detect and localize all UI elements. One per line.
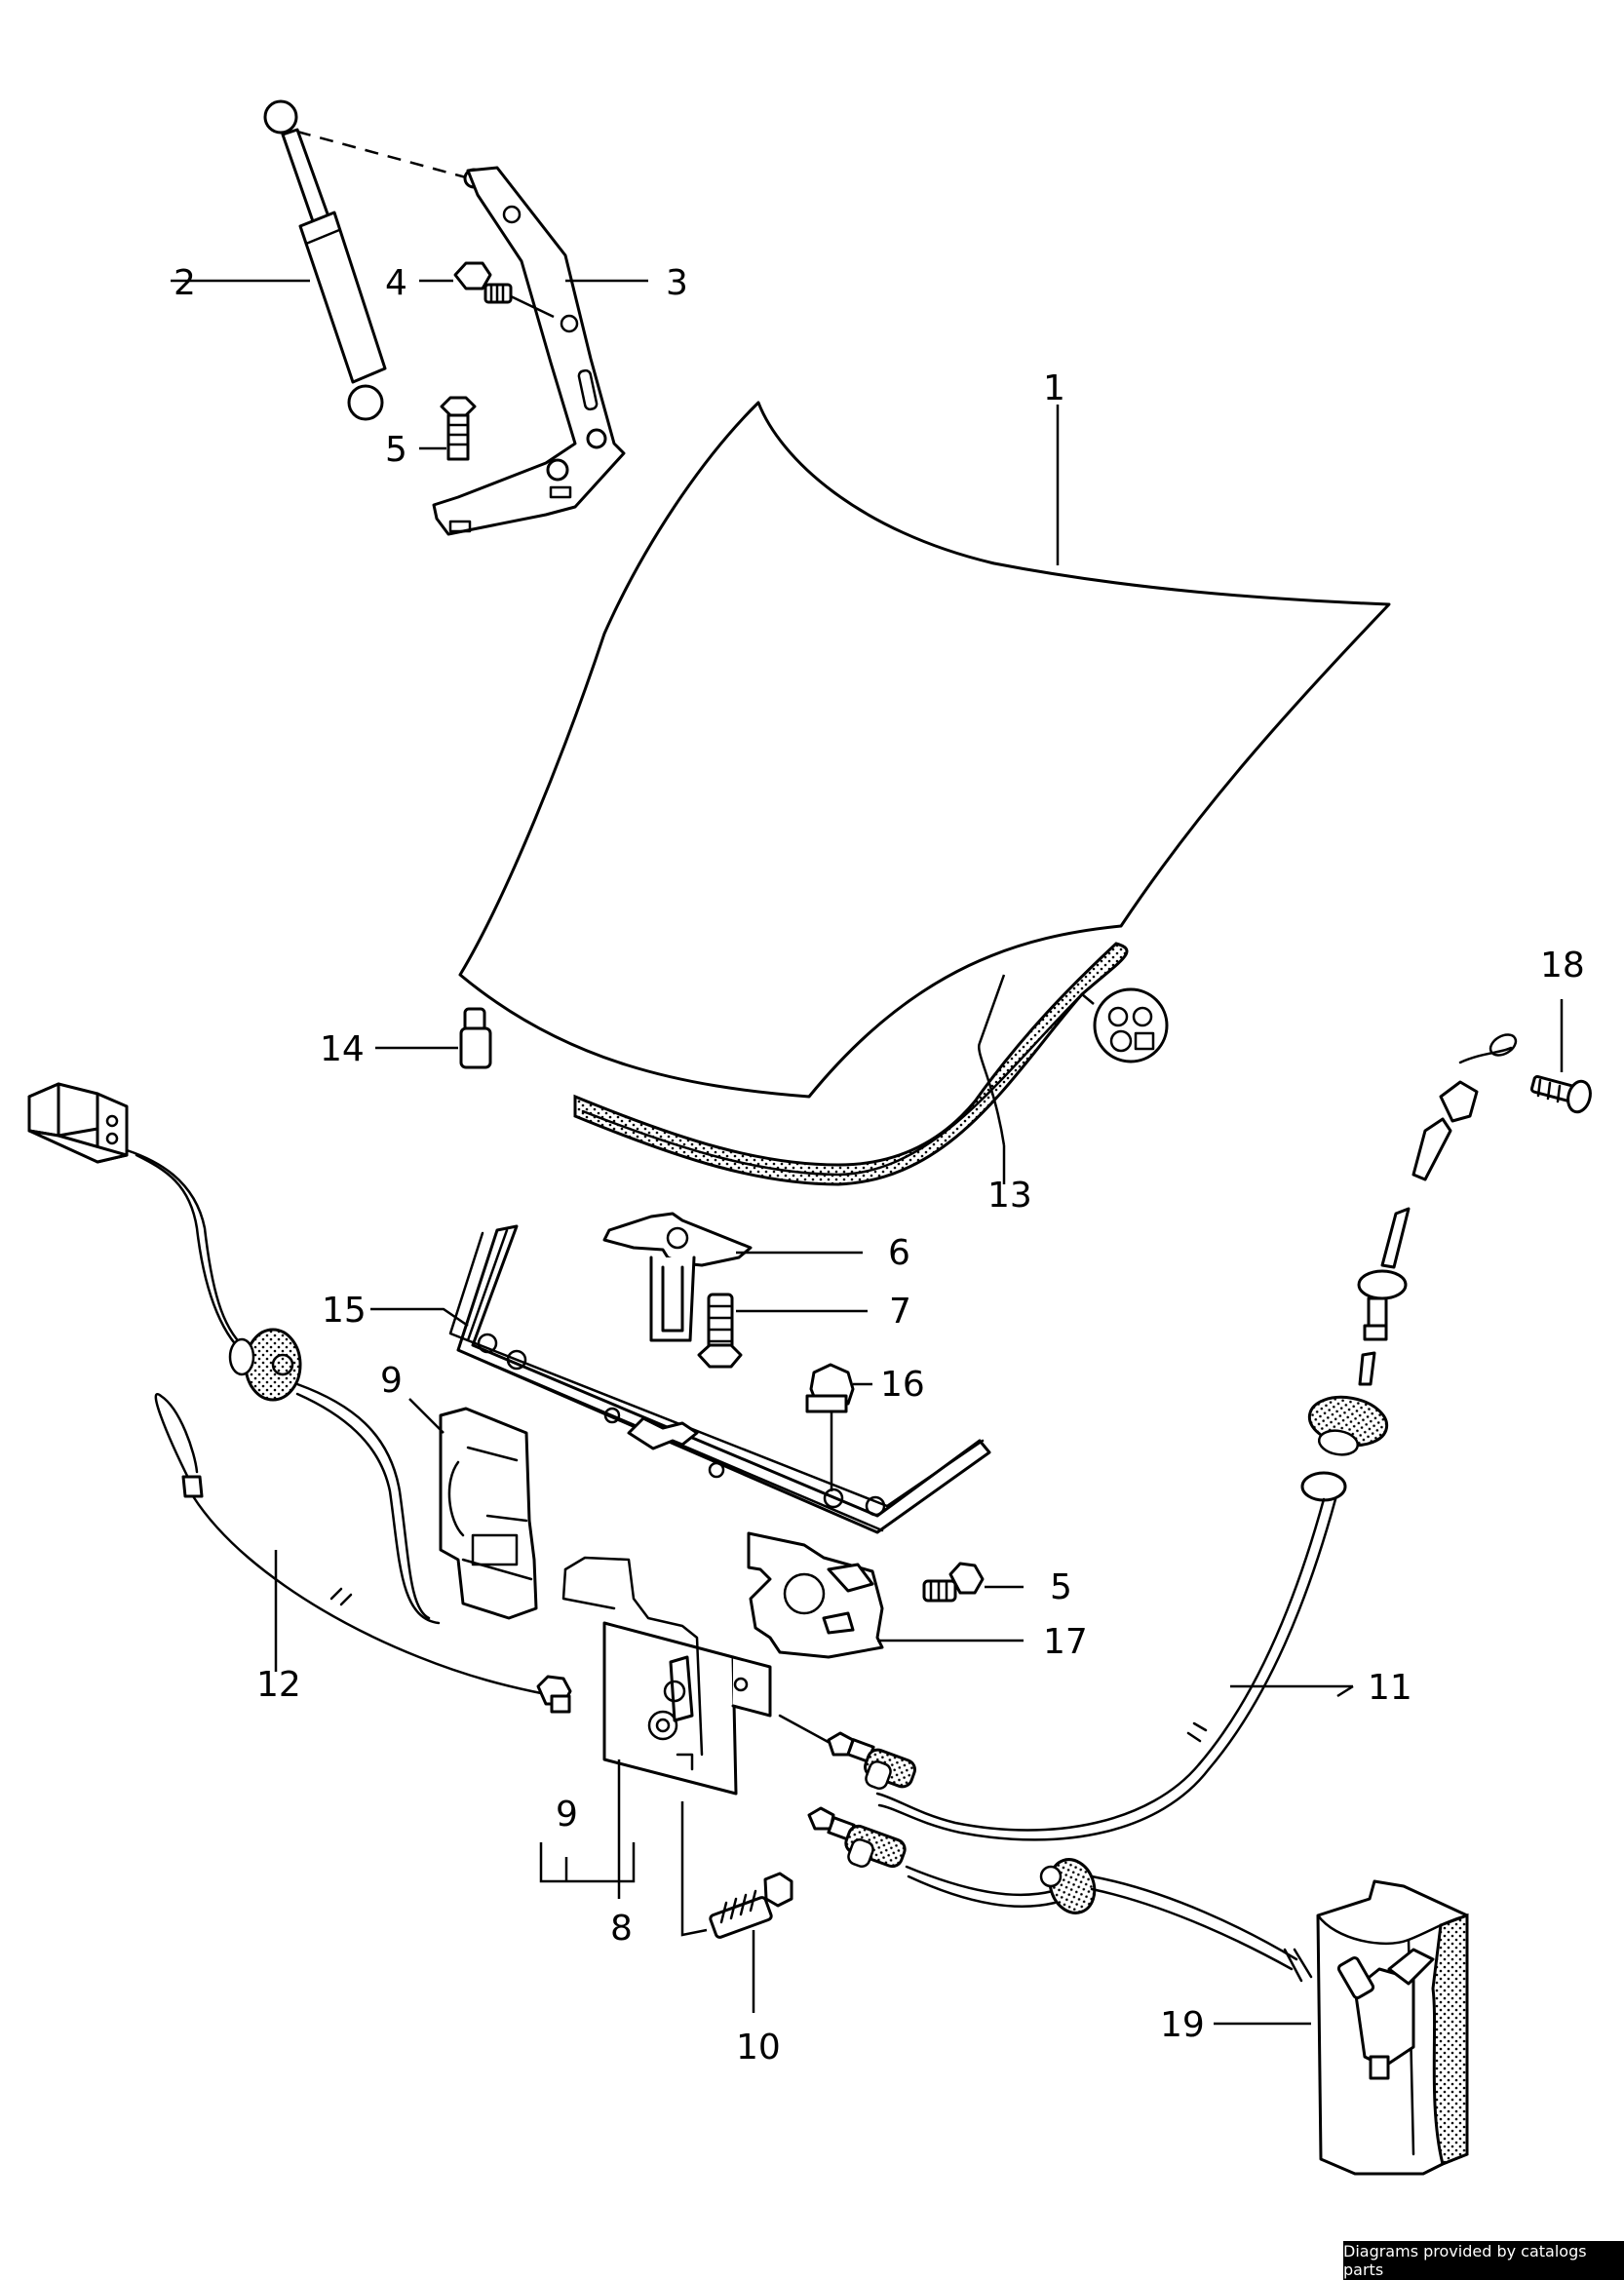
callout-17: 17	[1043, 1622, 1088, 1662]
cable-holder	[439, 1407, 538, 1620]
callout-1: 1	[1043, 368, 1065, 408]
leader-lines	[171, 279, 1564, 2026]
bolt-lower	[922, 1562, 985, 1603]
cable-end-bolt	[536, 1675, 572, 1714]
callout-6: 6	[888, 1233, 910, 1273]
rubber-buffer	[459, 1007, 492, 1069]
nut	[453, 261, 513, 304]
callout-5-lower: 5	[1050, 1567, 1072, 1607]
safety-cable	[154, 1393, 548, 1696]
hood-seal	[573, 942, 1129, 1186]
cable-grommet-left	[228, 1328, 302, 1402]
cable-to-lock-b	[295, 1392, 441, 1625]
callout-14: 14	[320, 1029, 365, 1069]
callout-19: 19	[1160, 2005, 1205, 2045]
cable-end-upper	[778, 1714, 916, 1790]
callout-2: 2	[174, 263, 196, 303]
release-cable-long	[875, 1033, 1518, 1841]
callout-16: 16	[880, 1365, 925, 1405]
callout-13: 13	[987, 1176, 1032, 1216]
credit-banner: Diagrams provided by catalogs parts	[1343, 2241, 1624, 2280]
cable-to-lock-a	[295, 1382, 431, 1620]
callout-7: 7	[889, 1292, 911, 1332]
callout-11: 11	[1368, 1668, 1412, 1708]
hood-lock	[561, 1556, 772, 1796]
lock-bolt-leader	[680, 1801, 708, 1937]
callout-10: 10	[736, 2028, 781, 2067]
bolt-lock	[709, 1872, 793, 1939]
release-cable-b	[135, 1153, 253, 1362]
callout-8: 8	[610, 1909, 633, 1949]
screw	[1529, 1074, 1592, 1114]
callout-9-lower: 9	[556, 1795, 578, 1835]
lock-bracket	[747, 1531, 884, 1659]
lock-carrier	[448, 1224, 991, 1534]
release-handle	[27, 1082, 129, 1164]
callout-12: 12	[256, 1665, 301, 1705]
release-cable-a	[125, 1148, 255, 1357]
callout-5-upper: 5	[385, 430, 407, 470]
callout-15: 15	[322, 1291, 367, 1331]
seal-detail-circle	[1093, 987, 1169, 1063]
release-lever-housing	[1316, 1879, 1469, 2176]
bolt-striker	[697, 1293, 743, 1369]
bolt-upper	[440, 396, 477, 461]
gas-strut	[263, 99, 387, 421]
callout-18: 18	[1540, 946, 1585, 985]
callout-9-upper: 9	[380, 1361, 403, 1401]
cable-grommet-lower	[1039, 1858, 1313, 1983]
callout-4: 4	[385, 263, 407, 303]
nut-leader	[510, 294, 555, 319]
callout-3: 3	[666, 263, 688, 303]
hood-striker	[602, 1212, 753, 1342]
clip	[805, 1363, 855, 1413]
strut-dash-line	[296, 130, 467, 179]
cable-end-lower	[807, 1806, 1057, 1909]
strut-bracket	[432, 166, 626, 536]
hood-panel	[458, 401, 1391, 1099]
